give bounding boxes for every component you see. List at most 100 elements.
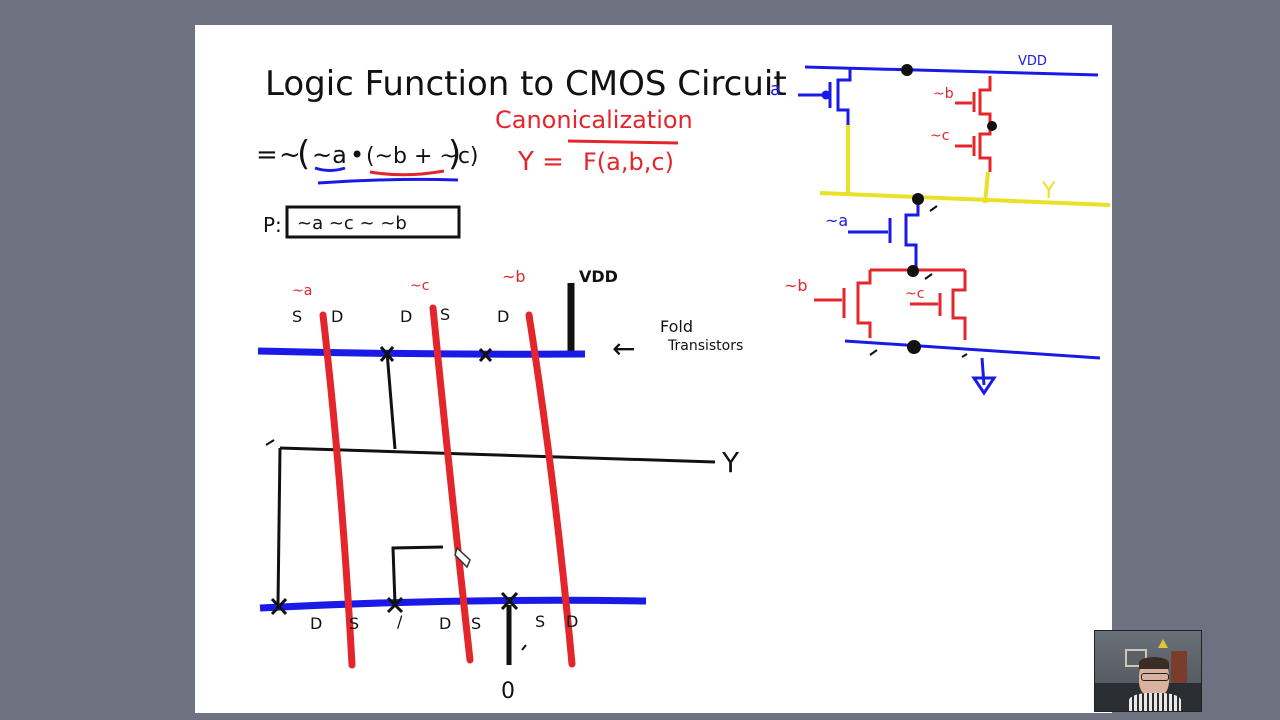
tick-mark-2 [521, 644, 527, 651]
metal-drain-link [385, 351, 397, 450]
nmos-a [848, 199, 920, 270]
expr-term-bc: (~b + ~c) [366, 144, 479, 169]
expr-term-a: ~a [312, 141, 347, 169]
ground-label: 0 [501, 679, 515, 704]
tick-b [924, 273, 933, 280]
note-line-1: Fold [660, 317, 693, 336]
tick-a [929, 205, 938, 212]
expr-dot: • [350, 141, 364, 169]
sch-vdd-label: VDD [1018, 54, 1047, 69]
nmos-c-channel [951, 270, 967, 340]
output-y-label: Y [721, 446, 740, 479]
bottom-sd-2: S [349, 614, 359, 633]
junction-dots [901, 64, 997, 354]
sch-input-na-bot: ~a [825, 211, 848, 230]
slide-title: Logic Function to CMOS Circuit [265, 64, 787, 104]
pdiff-strip [257, 347, 586, 358]
underline-a [314, 166, 346, 172]
pmos-bc [955, 76, 992, 172]
logic-expression: = ~ ( ~a • (~b + ~c) ) [256, 134, 479, 185]
canonical-f: F(a,b,c) [583, 148, 674, 176]
canonicalization-heading: Canonicalization [495, 106, 693, 134]
contact-x-5 [500, 591, 519, 611]
top-sd-2: D [331, 307, 343, 326]
pmos-a [798, 68, 852, 125]
top-sd-3: D [400, 307, 412, 326]
vdd-label: VDD [579, 267, 618, 286]
presenter-hair [1139, 657, 1169, 669]
bottom-sd-6: S [535, 612, 545, 631]
expr-open-paren: ( [297, 134, 310, 174]
sch-input-nc-top: ~c [930, 128, 949, 144]
pmos-a-bubble [821, 90, 831, 100]
gnd-rail [844, 339, 1101, 360]
presenter-shirt [1129, 693, 1181, 711]
output-net-bus [819, 191, 1111, 207]
junction-pmos-mid [987, 121, 997, 131]
bottom-sd-5: S [471, 614, 481, 633]
webcam-warning-sign-icon [1158, 639, 1168, 648]
pen-cursor-icon [454, 546, 471, 569]
gate-label-b: ~b [502, 267, 526, 286]
tick-mark [265, 439, 275, 446]
top-sd-4: S [440, 305, 450, 324]
webcam-door [1171, 651, 1187, 691]
output-net [819, 125, 1111, 207]
nmos-bc-parallel [814, 268, 967, 340]
sch-output-y: Y [1041, 179, 1056, 204]
top-sd-1: S [292, 307, 302, 326]
stick-layout: ~a ~c ~b VDD S D D S D [257, 267, 743, 704]
canonical-y: Y = [517, 147, 564, 177]
fold-arrow: ← [612, 332, 635, 365]
sch-input-nc-bot: ~c [905, 286, 924, 302]
pmos-a-channel [836, 68, 852, 125]
nmos-a-channel [904, 199, 920, 270]
path-expression: P: ~a ~c ~ ~b [263, 205, 461, 239]
bottom-sd-3: / [397, 612, 403, 631]
metal-output-line [279, 446, 716, 464]
pmos-c-channel [978, 128, 992, 172]
webcam-overlay [1094, 630, 1202, 712]
underline-bc [369, 169, 445, 177]
poly-c [429, 304, 474, 664]
junction-output [912, 193, 924, 205]
metal-internal-link [391, 545, 444, 605]
junction-vdd [901, 64, 913, 76]
ground-symbol [971, 357, 997, 396]
expr-equals: = [256, 140, 278, 170]
vdd-rail [804, 65, 1099, 77]
cmos-schematic: VDD a ~b ~c Y [770, 54, 1111, 396]
bottom-sd-4: D [439, 614, 451, 633]
sch-input-a: a [770, 79, 781, 100]
contact-x-3 [270, 597, 288, 616]
contact-x-2 [478, 347, 493, 363]
expr-close-paren: ) [448, 134, 461, 174]
sch-input-nb-bot: ~b [784, 276, 808, 295]
contact-x-4 [386, 596, 404, 614]
contact-x-1 [379, 346, 395, 362]
underline-full [317, 177, 459, 185]
canonicalization-block: Canonicalization Y = F(a,b,c) [495, 106, 693, 177]
gate-label-a: ~a [292, 283, 312, 299]
path-box [285, 205, 461, 239]
gate-label-c: ~c [410, 278, 429, 294]
pmos-b-channel [978, 76, 992, 128]
tick-c [869, 349, 878, 356]
presenter-glasses [1141, 673, 1169, 681]
junction-nmos-mid [907, 265, 919, 277]
sch-input-nb-top: ~b [933, 86, 954, 102]
note-line-2: Transistors [667, 338, 743, 354]
junction-gnd [907, 340, 921, 354]
ndiff-strip [259, 596, 647, 612]
path-label: P: [263, 213, 282, 237]
nmos-b-channel [856, 270, 872, 338]
contact-marks [270, 346, 519, 616]
expr-not: ~ [279, 140, 301, 170]
poly-a [319, 311, 356, 669]
bottom-sd-1: D [310, 614, 322, 633]
tick-d [961, 353, 968, 358]
canonicalization-bar [567, 139, 679, 145]
path-content: ~a ~c ~ ~b [297, 213, 407, 234]
output-net-right [983, 171, 990, 204]
